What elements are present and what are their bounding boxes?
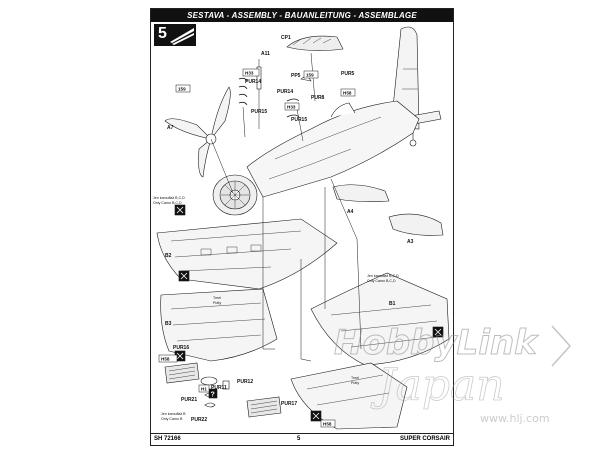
variant-note: Only Camo B,C,D xyxy=(367,279,396,283)
part-label: PUR12 xyxy=(237,379,253,385)
watermark-country: Japan xyxy=(370,360,505,411)
watermark: HobbyLink Japan www.hlj.com xyxy=(334,323,572,425)
part-label: A3 xyxy=(407,239,414,245)
step-badge: 5 xyxy=(154,24,196,46)
part-label: PUR11 xyxy=(211,385,227,391)
part-label: 159 xyxy=(306,73,314,78)
page-footer: SH 72166 5 SUPER CORSAIR xyxy=(151,433,453,445)
variant-note: Only Camo B,C,D xyxy=(153,201,182,205)
part-label: PP5 xyxy=(291,73,301,79)
page-number: 5 xyxy=(297,436,301,442)
watermark-brand: HobbyLink xyxy=(334,323,539,363)
page-title: SESTAVA - ASSEMBLY - BAUANLEITUNG - ASSE… xyxy=(151,9,453,22)
fuselage xyxy=(246,100,420,198)
part-label: H1 xyxy=(201,387,207,392)
variant-note: Jen kamuflaž B xyxy=(161,412,186,416)
putty-note: Tmel xyxy=(351,376,359,380)
part-label: PUR8 xyxy=(311,95,325,101)
part-label: CP1 xyxy=(281,35,291,41)
part-label: A7 xyxy=(167,125,174,131)
wing-b1 xyxy=(310,272,450,366)
putty-note: Tmel xyxy=(213,296,221,300)
part-label: PUR17 xyxy=(281,401,297,407)
svg-text:?: ? xyxy=(211,392,215,399)
part-label: 159 xyxy=(178,87,186,92)
putty-note: Putty xyxy=(351,381,359,385)
variant-note: Only Camo B xyxy=(161,417,183,421)
kit-code: SH 72166 xyxy=(154,436,181,442)
part-label: H33 xyxy=(287,105,296,110)
part-label: H58 xyxy=(323,422,332,427)
part-label: H33 xyxy=(245,71,254,76)
watermark-url: www.hlj.com xyxy=(480,412,550,425)
putty-note: Putty xyxy=(213,301,221,305)
part-label: A4 xyxy=(347,209,354,215)
part-label: PUR5 xyxy=(341,71,355,77)
part-label: PUR16 xyxy=(173,345,189,351)
step-number: 5 xyxy=(158,25,167,42)
part-label: B3 xyxy=(165,321,172,327)
wing-b3 xyxy=(160,288,278,362)
stabilizer-a4 xyxy=(332,184,390,202)
assembly-diagram: CP1 A11 PP5 159 PUR5 PUR8 H33 PUR14 PUR1… xyxy=(153,26,450,430)
propeller xyxy=(164,86,231,178)
variant-note: Jen kamuflaž B,C,D xyxy=(153,196,185,200)
speed-lines-icon xyxy=(170,28,194,45)
part-label: B2 xyxy=(165,253,172,259)
part-label: A11 xyxy=(261,51,270,57)
part-label: H58 xyxy=(161,357,170,362)
part-label: H58 xyxy=(343,91,352,96)
part-label: PUR14 xyxy=(245,79,261,85)
canopy-part xyxy=(286,35,344,51)
kit-name: SUPER CORSAIR xyxy=(399,436,450,442)
part-label: B1 xyxy=(389,301,396,307)
part-label: PUR15 xyxy=(291,117,307,123)
instruction-sheet: SESTAVA - ASSEMBLY - BAUANLEITUNG - ASSE… xyxy=(150,8,454,446)
variant-note: Jen kamuflaž B,C,D xyxy=(367,274,399,278)
stabilizer-a3 xyxy=(388,213,444,236)
part-label: PUR22 xyxy=(191,417,207,423)
part-label: PUR14 xyxy=(277,89,293,95)
part-label: PUR21 xyxy=(181,397,197,403)
part-label: PUR15 xyxy=(251,109,267,115)
